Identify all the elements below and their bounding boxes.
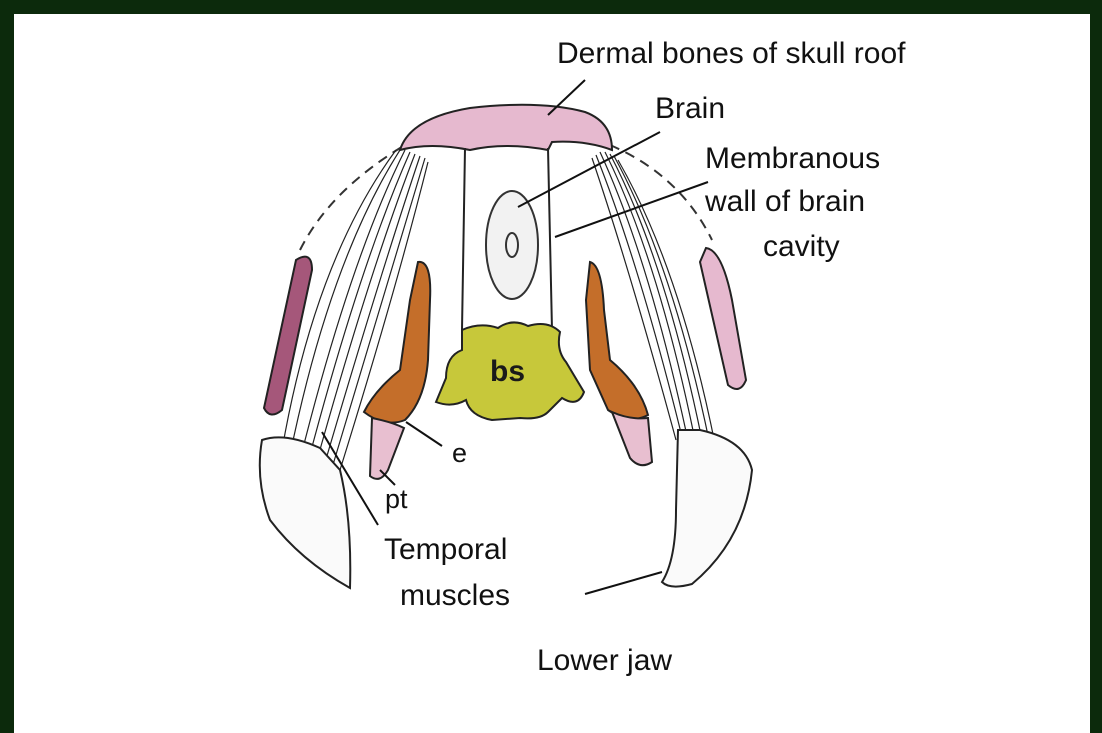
label-bs: bs <box>490 355 525 388</box>
label-membranous-line3: cavity <box>763 230 840 263</box>
label-temporal-line2: muscles <box>400 579 510 612</box>
label-temporal-line1: Temporal <box>384 533 507 566</box>
skull-outline-left <box>300 145 405 250</box>
label-brain: Brain <box>655 92 725 125</box>
label-pt: pt <box>385 484 408 514</box>
label-dermal-bones: Dermal bones of skull roof <box>557 37 906 70</box>
label-lower-jaw: Lower jaw <box>537 644 672 677</box>
pterygoid-left <box>370 418 404 479</box>
label-membranous-line2: wall of brain <box>704 185 865 218</box>
pterygoid-right <box>612 412 652 465</box>
label-membranous-line1: Membranous <box>705 142 880 175</box>
skull-outline-right <box>610 145 712 240</box>
epipterygoid-right <box>586 262 648 419</box>
brain <box>486 191 538 299</box>
lower-jaw-right <box>662 430 752 587</box>
label-e: e <box>452 438 467 468</box>
dermal-bone-roof <box>400 105 612 150</box>
lower-jaw-left <box>260 437 351 588</box>
lateral-bone-right <box>700 248 746 389</box>
epipterygoid-left <box>364 262 430 423</box>
